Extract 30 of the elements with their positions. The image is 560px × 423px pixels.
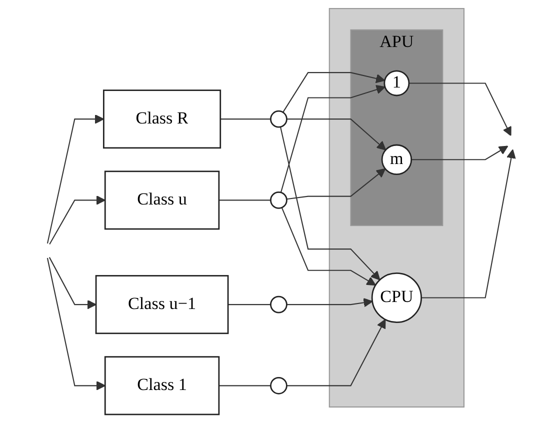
- arrow: [49, 196, 106, 244]
- connector-line: [218, 200, 271, 201]
- arrow: [281, 207, 376, 286]
- queue-box: Class 1: [104, 356, 220, 416]
- server-circle: [270, 296, 288, 314]
- arrow: [411, 146, 508, 160]
- arrow: [408, 82, 512, 136]
- arrow: [286, 118, 386, 150]
- connector-line: [218, 385, 271, 386]
- arrow: [286, 298, 373, 308]
- server-circle: m: [381, 144, 412, 175]
- connector-line: [228, 304, 271, 306]
- server-circle: [270, 376, 288, 394]
- queue-box: Class R: [103, 90, 222, 149]
- server-circle: [270, 110, 288, 128]
- server-circle: [270, 192, 288, 209]
- server-circle: 1: [384, 70, 410, 96]
- queue-box: Class u−1: [95, 275, 229, 334]
- connector-line: [220, 118, 271, 120]
- arrow: [421, 149, 516, 298]
- arrow: [46, 114, 104, 244]
- arrow: [286, 168, 386, 200]
- arrow: [282, 72, 386, 113]
- server-circle: CPU: [371, 272, 422, 324]
- arrow: [280, 85, 386, 193]
- arrow: [48, 257, 96, 310]
- queue-box: Class u: [104, 170, 220, 230]
- arrow: [286, 319, 386, 386]
- arrow: [46, 258, 106, 390]
- arrow: [280, 126, 380, 280]
